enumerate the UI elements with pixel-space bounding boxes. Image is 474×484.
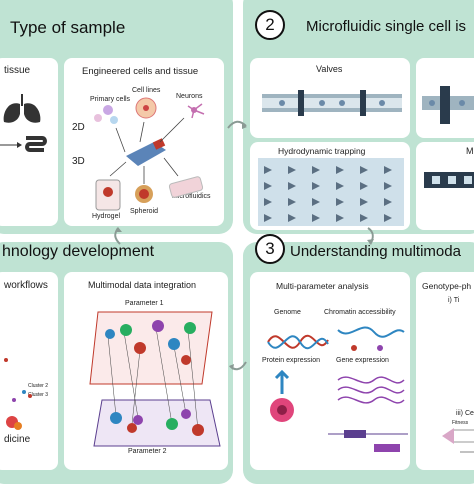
genome-label: Genome: [274, 309, 301, 316]
channel-illustration: [422, 86, 474, 124]
valves-illustration: [262, 90, 402, 116]
chromatin-label: Chromatin accessibility: [324, 309, 396, 316]
arrow-panel1-to-panel2: [227, 120, 247, 129]
genotype-title: Genotype-ph: [422, 281, 472, 291]
panel-4-title: hnology development: [2, 243, 155, 260]
panel-3-number: 3: [255, 234, 285, 264]
panel-1-title: Type of sample: [10, 18, 126, 37]
panel-2-title: Microfluidic single cell is: [306, 18, 467, 35]
workflows-label: workflows: [4, 280, 48, 291]
genotype-sub-iii: iii) Ce: [456, 410, 474, 417]
m-label: M: [466, 146, 474, 156]
parameter-1-label: Parameter 1: [125, 300, 164, 307]
arrow-panel3-to-panel4: [229, 361, 247, 371]
gene-expression-label: Gene expression: [336, 357, 389, 364]
valves-label: Valves: [316, 64, 343, 74]
intestine-icon: [25, 136, 47, 152]
cluster-2-label: Cluster 2: [28, 383, 49, 389]
protein-expression-label: Protein expression: [262, 357, 320, 364]
tissue-card-title: tissue: [4, 65, 31, 76]
engineered-card-title: Engineered cells and tissue: [82, 66, 199, 77]
hydrodynamic-label: Hydrodynamic trapping: [278, 146, 366, 156]
cluster-3-label: Cluster 3: [28, 392, 49, 398]
parameter-2-label: Parameter 2: [128, 448, 167, 455]
tissue-card: [0, 58, 58, 226]
hydrodynamic-illustration: [258, 158, 404, 226]
m-illustration: [424, 172, 474, 188]
workflows-card: [0, 272, 58, 470]
multi-parameter-title: Multi-parameter analysis: [276, 281, 369, 291]
label-primary-cells: Primary cells: [90, 96, 131, 103]
engineered-cells-illustration: [94, 97, 205, 211]
lung-icon: [3, 94, 41, 123]
label-spheroid: Spheroid: [130, 208, 159, 215]
fitness-label: Fitness: [452, 420, 469, 426]
label-2d: 2D: [72, 122, 85, 133]
label-microfluidics: Microfluidics: [172, 193, 211, 200]
label-cell-lines: Cell lines: [132, 87, 161, 94]
arrow-panel4-to-panel1: [114, 227, 122, 245]
genotype-sub-i: i) Ti: [448, 297, 460, 304]
label-neurons: Neurons: [176, 93, 203, 100]
medicine-label: dicine: [4, 434, 31, 445]
arrow-panel2-to-panel3: [367, 227, 374, 245]
genotype-illustration: [442, 428, 474, 453]
multi-parameter-card: [250, 272, 410, 470]
arrow-tissue: [0, 142, 22, 148]
label-hydrogel: Hydrogel: [92, 213, 121, 220]
cluster-points: [4, 358, 32, 430]
panel-3-title: Understanding multimoda: [290, 243, 461, 260]
multi-parameter-illustration: [267, 326, 408, 452]
panel-2-number: 2: [255, 10, 285, 40]
data-integration-illustration: [89, 311, 221, 447]
label-3d: 3D: [72, 156, 85, 167]
data-integration-title: Multimodal data integration: [88, 280, 197, 290]
